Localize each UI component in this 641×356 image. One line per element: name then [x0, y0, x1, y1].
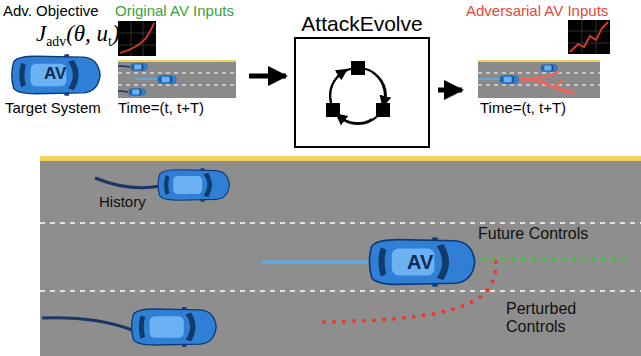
module-title: AttackEvolve — [288, 12, 436, 36]
mini-road — [555, 80, 566, 92]
mini-chart — [118, 21, 156, 56]
mini-road — [500, 75, 519, 84]
road — [40, 223, 641, 291]
input-heading: Original AV Inputs — [115, 2, 234, 19]
mini-road — [118, 60, 236, 62]
control-label: Future Controls — [478, 225, 588, 243]
trail-label: History — [99, 193, 146, 210]
mini-road — [158, 75, 177, 84]
evolve-cycle — [376, 103, 390, 117]
history-trail — [262, 261, 368, 264]
process-box: AttackEvolve — [288, 12, 436, 148]
flow-arrow — [249, 74, 286, 79]
car-icon — [132, 307, 217, 347]
mini-road — [118, 73, 236, 85]
car-icon — [369, 237, 474, 286]
evolve-cycle — [326, 61, 390, 124]
formula-symbol: (θ, u — [66, 21, 108, 46]
car-icon — [12, 54, 100, 95]
evolve-cycle — [351, 61, 365, 75]
mini-chart — [568, 20, 610, 54]
formula-subscript: t — [108, 34, 112, 49]
evolve-cycle — [372, 72, 385, 102]
mini-road — [118, 91, 128, 92]
future-controls — [484, 257, 634, 261]
control-label: Perturbed Controls — [506, 300, 624, 337]
mini-road — [478, 60, 600, 98]
car-icon — [158, 168, 229, 201]
formula-subscript: adv — [46, 34, 66, 49]
mini-chart — [570, 22, 608, 52]
mini-chart — [568, 20, 610, 54]
mini-road — [478, 78, 500, 80]
mini-road — [478, 73, 600, 85]
objective-label: Adv. Objective — [3, 2, 99, 19]
history-trail — [95, 178, 160, 188]
road — [40, 156, 641, 161]
time-window: Time=(t, t+T) — [118, 99, 204, 116]
mini-road — [520, 79, 575, 93]
formula-symbol: ) — [112, 21, 120, 46]
objective-formula: Jadv(θ, ut) — [36, 21, 120, 50]
mini-road — [118, 60, 236, 98]
car-icon — [132, 168, 475, 347]
future-controls — [484, 259, 634, 260]
mini-road — [135, 78, 158, 80]
evolve-cycle — [326, 103, 340, 117]
mini-road — [129, 88, 146, 96]
history-trail — [42, 318, 132, 330]
mini-road — [520, 71, 560, 79]
history-trail — [42, 178, 368, 330]
mini-chart — [120, 23, 154, 53]
car-label: AV — [44, 64, 66, 84]
mini-road — [478, 60, 600, 62]
time-window: Time=(t, t+T) — [480, 99, 566, 116]
mini-chart — [118, 21, 156, 56]
mini-road — [118, 66, 130, 67]
mini-road — [541, 64, 558, 72]
road — [40, 156, 641, 356]
mini-road — [478, 60, 600, 98]
mini-road — [131, 63, 148, 71]
evolve-cycle — [340, 117, 372, 123]
formula-symbol: J — [36, 21, 46, 46]
system-label: Target System — [5, 99, 101, 116]
input-panel: Adversarial AV InputsTime=(t, t+T) — [464, 2, 639, 120]
mini-chart — [118, 21, 156, 56]
input-panel: Original AV InputsTime=(t, t+T) — [115, 2, 247, 120]
car-icon — [12, 54, 100, 95]
car-label: AV — [407, 251, 433, 274]
box-border — [294, 37, 430, 148]
mini-chart — [568, 20, 610, 54]
input-heading: Adversarial AV Inputs — [466, 2, 608, 19]
evolve-cycle — [330, 72, 343, 102]
flow-arrow — [438, 88, 462, 93]
mini-road — [118, 60, 236, 98]
road — [40, 158, 641, 356]
